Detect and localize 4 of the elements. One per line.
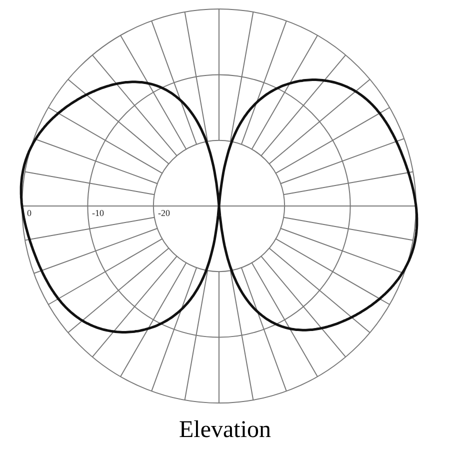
scale-label: -20 — [158, 209, 170, 218]
caption: Elevation — [179, 418, 271, 442]
scale-label: -10 — [92, 209, 104, 218]
scale-label: 0 — [27, 209, 32, 218]
